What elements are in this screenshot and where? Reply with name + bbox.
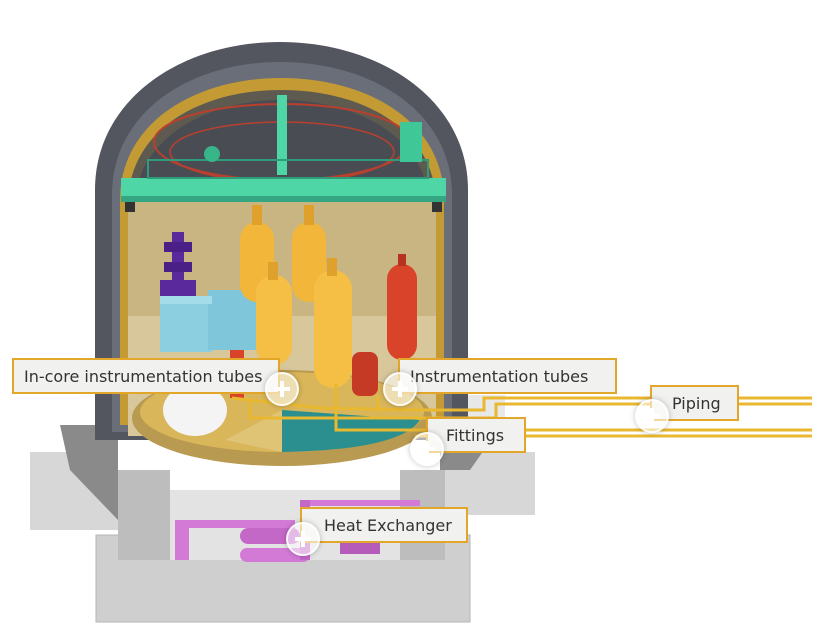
plus-glyph-icon: [295, 531, 311, 547]
plus-glyph-icon: [274, 381, 290, 397]
callout-label: In-core instrumentation tubes: [24, 367, 263, 386]
plus-glyph-icon: [392, 381, 408, 397]
plus-glyph-icon: [419, 441, 435, 457]
plus-icon[interactable]: [265, 372, 299, 406]
plus-icon[interactable]: [635, 399, 669, 433]
plus-icon[interactable]: [383, 372, 417, 406]
callout-in-core-instrumentation-tubes[interactable]: In-core instrumentation tubes: [12, 358, 280, 394]
callout-instrumentation-tubes[interactable]: Instrumentation tubes: [398, 358, 617, 394]
steam-generators: [240, 205, 352, 388]
plus-icon[interactable]: [286, 522, 320, 556]
callout-label: Fittings: [446, 426, 505, 445]
callout-label: Instrumentation tubes: [410, 367, 589, 386]
callout-label: Heat Exchanger: [324, 516, 452, 535]
callout-heat-exchanger[interactable]: Heat Exchanger: [300, 507, 468, 543]
callout-label: Piping: [672, 394, 721, 413]
polar-crane: [121, 95, 446, 212]
plus-glyph-icon: [644, 408, 660, 424]
plus-icon[interactable]: [410, 432, 444, 466]
